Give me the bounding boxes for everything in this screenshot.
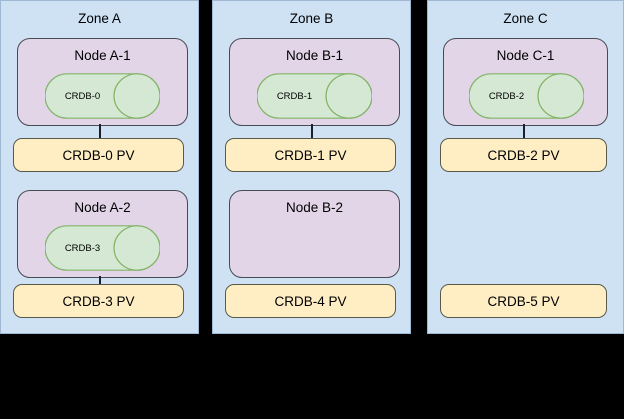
persistent-volume-label: CRDB-2 PV (487, 147, 560, 163)
persistent-volume-box: CRDB-3 PV (13, 284, 184, 318)
node-volume-connector (99, 276, 101, 285)
database-cylinder: CRDB-0 (45, 73, 160, 119)
persistent-volume-box: CRDB-5 PV (440, 284, 607, 318)
persistent-volume-label: CRDB-4 PV (274, 293, 347, 309)
database-cylinder: CRDB-2 (469, 73, 584, 119)
persistent-volume-label: CRDB-0 PV (62, 147, 135, 163)
database-cylinder: CRDB-1 (257, 73, 372, 119)
persistent-volume-box: CRDB-0 PV (13, 138, 184, 172)
node-label: Node B-1 (285, 48, 344, 63)
node-volume-connector (311, 124, 313, 139)
zone-title: Zone A (78, 11, 121, 26)
node-label: Node C-1 (496, 48, 555, 63)
persistent-volume-label: CRDB-3 PV (62, 293, 135, 309)
persistent-volume-box: CRDB-1 PV (225, 138, 396, 172)
node-label: Node B-2 (285, 200, 344, 215)
zone-title: Zone B (289, 11, 334, 26)
persistent-volume-label: CRDB-1 PV (274, 147, 347, 163)
persistent-volume-label: CRDB-5 PV (487, 293, 560, 309)
node-label: Node A-2 (74, 200, 131, 215)
node-box: Node B-2 (229, 190, 400, 278)
node-volume-connector (523, 124, 525, 139)
node-volume-connector (99, 124, 101, 139)
persistent-volume-box: CRDB-2 PV (440, 138, 607, 172)
database-cylinder: CRDB-3 (45, 225, 160, 271)
zone-title: Zone C (503, 11, 548, 26)
node-label: Node A-1 (74, 48, 131, 63)
persistent-volume-box: CRDB-4 PV (225, 284, 396, 318)
